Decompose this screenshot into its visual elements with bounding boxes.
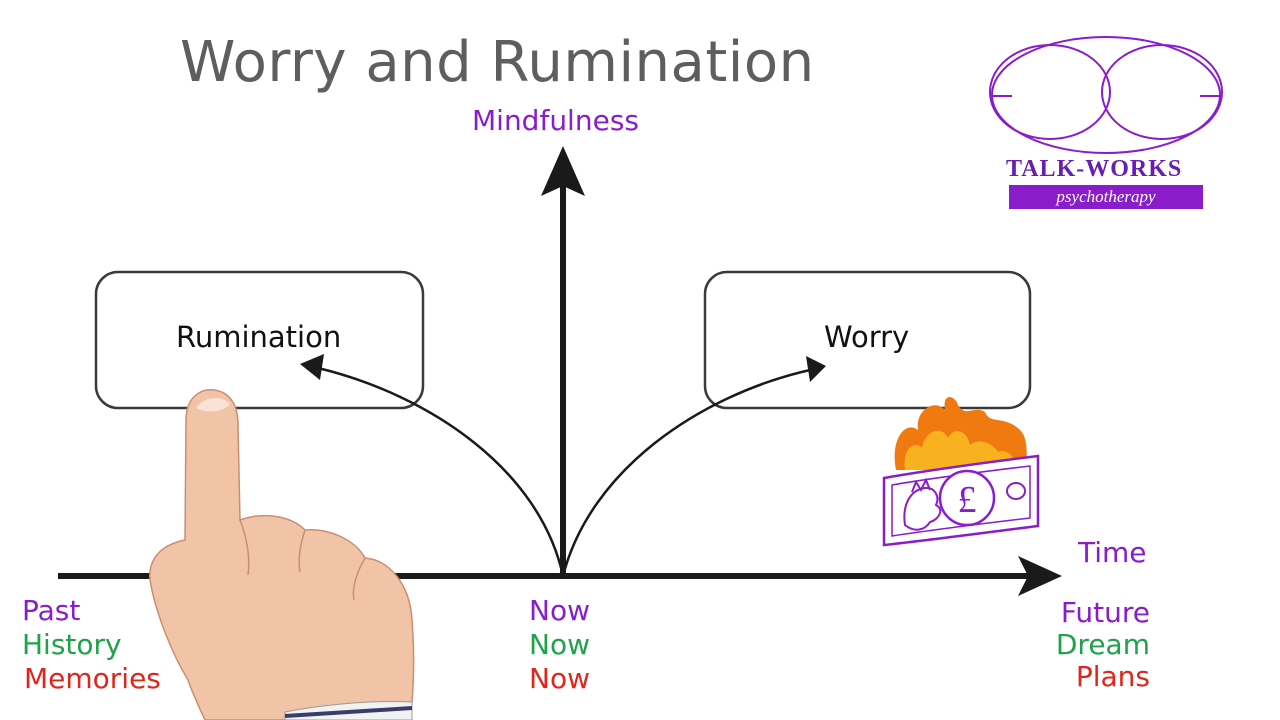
pointing-hand-icon <box>149 389 415 720</box>
banknote-currency-symbol: £ <box>958 479 977 521</box>
burning-banknote-icon: £ <box>882 396 1040 547</box>
rumination-curve <box>317 366 565 577</box>
memories-label: Memories <box>24 662 161 695</box>
now-label-3: Now <box>529 662 590 695</box>
worry-curve-arrowhead <box>806 356 826 382</box>
logo-name: TALK-WORKS <box>1006 156 1183 182</box>
worry-box <box>703 270 1032 410</box>
dream-label: Dream <box>1055 628 1150 661</box>
now-label-1: Now <box>529 594 590 627</box>
past-label: Past <box>22 594 81 627</box>
mindfulness-axis-label: Mindfulness <box>472 104 639 137</box>
history-label: History <box>22 628 122 661</box>
time-axis-label: Time <box>1078 536 1147 569</box>
page-title: Worry and Rumination <box>180 30 815 95</box>
rumination-box-label: Rumination <box>176 320 342 354</box>
logo-tagline: psychotherapy <box>1056 187 1156 206</box>
now-label-2: Now <box>529 628 590 661</box>
rumination-curve-arrowhead <box>300 354 324 380</box>
mindfulness-axis-arrowhead <box>541 146 585 196</box>
worry-curve <box>561 368 811 577</box>
worry-box-label: Worry <box>824 320 910 354</box>
future-label: Future <box>1060 596 1150 629</box>
plans-label: Plans <box>1075 660 1150 693</box>
talk-works-logo-icon <box>989 36 1223 209</box>
time-axis-arrowhead <box>1018 556 1062 596</box>
